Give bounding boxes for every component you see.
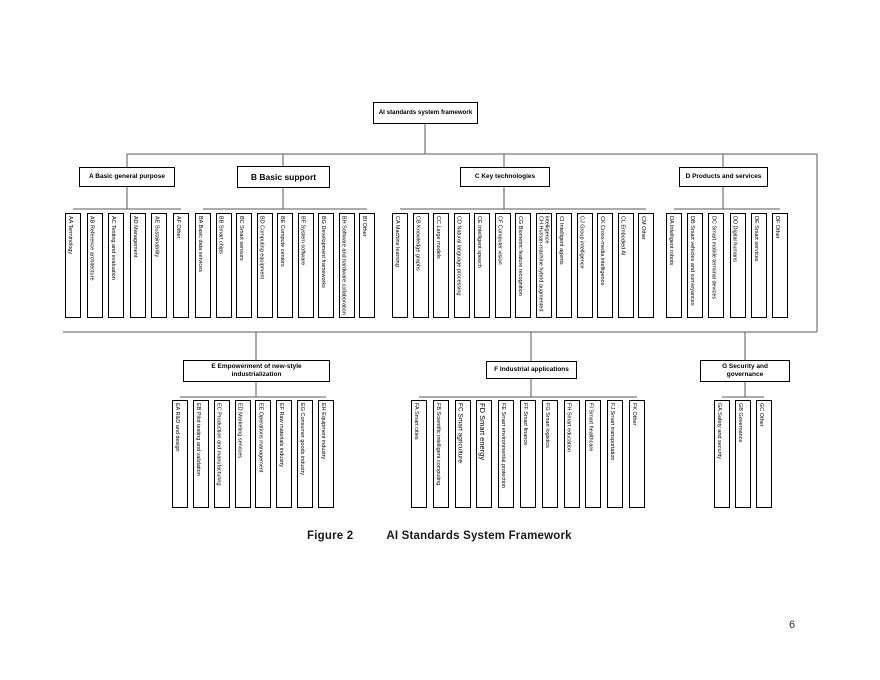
node-ab: AB Reference architecture [86,213,103,318]
group-c-children: CA Machine learning CB Knowledge graphs … [392,213,654,318]
node-fa: FA Smart cities [411,400,427,508]
figure-caption: Figure 2 AI Standards System Framework [307,530,572,542]
node-bh: BH Software and hardware collaboration [338,213,355,318]
figure-caption-label: Figure 2 [307,530,354,542]
group-b-children: BA Basic data services BB Smart chips BC… [195,213,375,318]
node-cb: CB Knowledge graphs [412,213,429,318]
node-cl: CL Embodied AI [617,213,634,318]
node-be: BE Compute centers [277,213,293,318]
node-ac: AC Testing and evaluation [108,213,125,318]
node-ck: CK Cross-media intelligence [597,213,613,318]
node-ec: EC Production and manufacturing [213,400,230,508]
group-header-e: E Empowerment of new-style industrializa… [183,360,330,382]
node-bf: BF System software [297,213,314,318]
node-bb: BB Smart chips [215,213,232,318]
node-fj: FJ Smart transportation [607,400,624,508]
node-ca: CA Machine learning [392,213,408,318]
node-fh: FH Smart education [563,400,580,508]
group-header-b: B Basic support [237,166,330,188]
node-fg: FG Smart logistics [541,400,558,508]
node-cc: CC Large models [433,213,449,318]
node-ce: CE Intelligent speech [474,213,490,318]
node-ea: EA R&D and design [172,400,188,508]
group-e-children: EA R&D and design EB Pilot testing and v… [172,400,334,508]
node-ee: EE Operations management [255,400,272,508]
node-fb: FB Scientific intelligent computing [432,400,449,508]
node-ch: CH Human-machine hybrid augmented intell… [535,213,552,318]
node-fd: FD Smart energy [476,400,493,508]
node-bc: BC Smart sensors [236,213,252,318]
group-a-children: AA Terminology AB Reference architecture… [65,213,189,318]
node-af: AF Other [172,213,189,318]
node-ef: EF Raw materials industry [276,400,293,508]
node-dd: DD Digital humans [729,213,746,318]
node-eb: EB Pilot testing and validation [192,400,209,508]
group-header-c: C Key technologies [460,167,550,187]
node-ba: BA Basic data services [195,213,211,318]
node-df: DF Other [771,213,788,318]
node-cg: CG Biometric feature recognition [515,213,531,318]
group-f-children: FA Smart cities FB Scientific intelligen… [411,400,645,508]
node-fi: FI Smart healthcare [585,400,602,508]
group-d-children: DA Intelligent robots DB Smart vehicles … [666,213,788,318]
group-header-g: G Security and governance [700,360,790,382]
node-de: DE Smart services [750,213,767,318]
root-node: AI standards system framework [373,102,478,124]
node-cf: CF Computer vision [494,213,511,318]
node-db: DB Smart vehicles and conveyances [687,213,704,318]
node-eg: EG Consumer goods industry [297,400,314,508]
node-da: DA Intelligent robots [666,213,682,318]
group-header-a: A Basic general purpose [79,167,175,187]
figure-caption-title: AI Standards System Framework [386,530,572,542]
node-ga: GA Safety and security [714,400,730,508]
node-dc: DC Smart mobile terminal devices [708,213,725,318]
group-header-d: D Products and services [679,167,768,187]
node-ae: AE Sustainability [151,213,168,318]
node-eh: EH Equipment industry [317,400,334,508]
node-ed: ED Marketing services [234,400,251,508]
node-gb: GB Governance [735,400,751,508]
node-aa: AA Terminology [65,213,81,318]
node-ff: FF Smart finance [519,400,536,508]
node-bd: BD Computing equipment [256,213,273,318]
node-ci: CI Intelligent agents [556,213,572,318]
node-fc: FC Smart agriculture [454,400,471,508]
node-bi: BI Other [359,213,375,318]
group-g-children: GA Safety and security GB Governance GC … [714,400,772,508]
node-cm: CM Other [638,213,654,318]
node-ad: AD Management [129,213,146,318]
page-number: 6 [789,619,796,631]
node-cj: CJ Group intelligence [576,213,593,318]
node-fk: FK Other [628,400,645,508]
node-gc: GC Other [756,400,772,508]
group-header-f: F Industrial applications [486,361,577,379]
node-fe: FE Smart environmental protection [498,400,515,508]
node-cd: CD Natural language processing [453,213,470,318]
node-bg: BG Development frameworks [318,213,334,318]
